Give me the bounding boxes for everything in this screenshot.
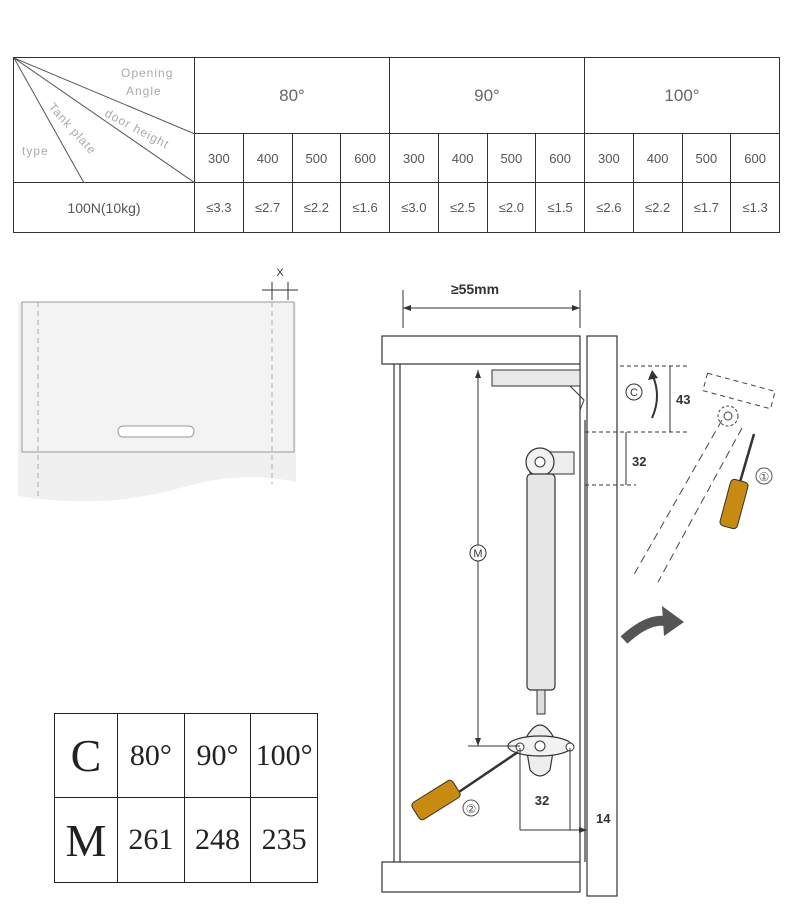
value-cell: ≤2.7 (242, 182, 293, 233)
cabinet-door-side (586, 335, 618, 897)
value-cell: ≤1.5 (535, 182, 585, 233)
value-cell: ≤2.2 (632, 182, 683, 233)
height-cell: 400 (437, 133, 488, 183)
value-cell: ≤1.3 (730, 182, 780, 233)
top-board (381, 335, 581, 365)
c-m-table: C 80° 90° 100° M 261 248 235 (54, 713, 318, 883)
value-cell: ≤1.7 (681, 182, 732, 233)
opening-angle-label-2: Angle (126, 84, 162, 98)
angle-header-90: 90° (389, 57, 585, 134)
step-1-marker: ① (759, 470, 770, 484)
height-cell: 500 (291, 133, 342, 183)
height-cell: 300 (194, 133, 244, 183)
m-value: 248 (183, 797, 252, 883)
angle-header-80: 80° (194, 57, 390, 134)
width-dimension-label: ≥55mm (451, 281, 499, 297)
dim-32-top: 32 (632, 454, 646, 469)
gap-x-label: X (276, 267, 284, 279)
gas-strut-cylinder (526, 473, 556, 691)
c-value: 90° (183, 713, 252, 798)
m-marker: M (473, 548, 482, 560)
type-label: type (22, 144, 49, 158)
installation-diagram: ≥55mm M 32 43 C 32 (381, 281, 776, 897)
height-cell: 300 (389, 133, 439, 183)
dim-43: 43 (676, 392, 690, 407)
screwdriver-2-handle (411, 779, 461, 821)
value-cell: ≤2.5 (437, 182, 488, 233)
value-cell: ≤2.2 (291, 182, 342, 233)
c-value: 80° (117, 713, 185, 798)
height-cell: 300 (584, 133, 634, 183)
c-label: C (54, 713, 118, 798)
row-label: 100N(10kg) (13, 182, 195, 233)
opening-arrow (620, 615, 672, 644)
height-cell: 600 (535, 133, 585, 183)
dim-14: 14 (596, 811, 611, 826)
cabinet-sketch: X (18, 267, 298, 502)
height-cell: 500 (681, 133, 732, 183)
value-cell: ≤3.0 (389, 182, 439, 233)
dim-32-bottom: 32 (535, 793, 549, 808)
corner-diagonal-lines (14, 58, 195, 183)
c-value: 100° (250, 713, 318, 798)
screwdriver-2-shaft (449, 750, 519, 800)
angle-header-100: 100° (584, 57, 780, 134)
gas-strut-rod (536, 689, 546, 715)
screwdriver-1-handle (719, 478, 749, 530)
hinge-plate (491, 369, 581, 387)
m-value: 235 (250, 797, 318, 883)
door-handle (117, 425, 195, 438)
spec-table-corner-cell: Opening Angle door height Tank plate typ… (13, 57, 195, 183)
height-cell: 600 (730, 133, 780, 183)
screwdriver-1-shaft (738, 433, 756, 483)
value-cell: ≤1.6 (340, 182, 390, 233)
step-2-marker: ② (466, 802, 477, 816)
height-cell: 400 (632, 133, 683, 183)
spec-table: Opening Angle door height Tank plate typ… (13, 57, 780, 233)
m-label: M (54, 797, 118, 883)
m-value: 261 (117, 797, 185, 883)
height-cell: 400 (242, 133, 293, 183)
bottom-board (381, 861, 581, 893)
value-cell: ≤3.3 (194, 182, 244, 233)
opening-angle-label-1: Opening (121, 66, 174, 80)
value-cell: ≤2.6 (584, 182, 634, 233)
height-cell: 600 (340, 133, 390, 183)
height-cell: 500 (486, 133, 537, 183)
c-marker: C (630, 387, 638, 399)
value-cell: ≤2.0 (486, 182, 537, 233)
